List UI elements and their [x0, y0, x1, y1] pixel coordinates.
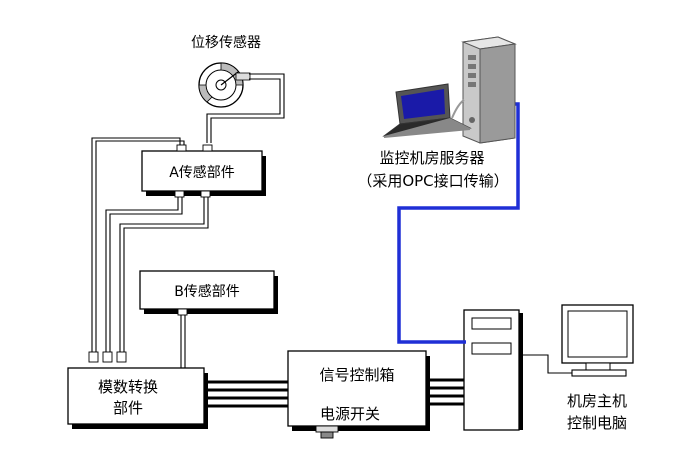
- laptop-server-cable: [451, 99, 465, 119]
- signal-to-host-bus: [426, 378, 464, 406]
- adc-to-signal-bus: [208, 380, 288, 408]
- adc-box: [67, 351, 208, 429]
- monitor-cable: [521, 354, 572, 374]
- server-label: 监控机房服务器: [379, 149, 484, 167]
- b-sensor-box: [139, 270, 278, 316]
- signal-control-box: [287, 350, 430, 439]
- opc-note-label: （采用OPC接口传输）: [357, 172, 508, 190]
- adc-label-line1: 模数转换: [98, 378, 158, 396]
- a-sensor-wires: [91, 137, 209, 352]
- a-sensor-box: [141, 144, 266, 198]
- a-sensor-label: A传感部件: [169, 164, 235, 181]
- signal-box-label: 信号控制箱: [319, 366, 394, 384]
- displacement-sensor-icon: [198, 62, 251, 108]
- b-sensor-wire: [180, 315, 186, 368]
- displacement-sensor-label: 位移传感器: [191, 34, 261, 51]
- host-tower-icon: [463, 309, 523, 431]
- host-label-line2: 控制电脑: [567, 414, 627, 432]
- adc-label-line2: 部件: [113, 399, 143, 417]
- host-monitor-icon: [561, 304, 634, 377]
- sensor-cable: [206, 73, 285, 143]
- host-label-line1: 机房主机: [567, 392, 627, 410]
- b-sensor-label: B传感部件: [174, 283, 240, 300]
- laptop-icon: [382, 83, 472, 138]
- power-switch-label: 电源开关: [320, 405, 380, 423]
- server-tower-icon: [461, 36, 517, 144]
